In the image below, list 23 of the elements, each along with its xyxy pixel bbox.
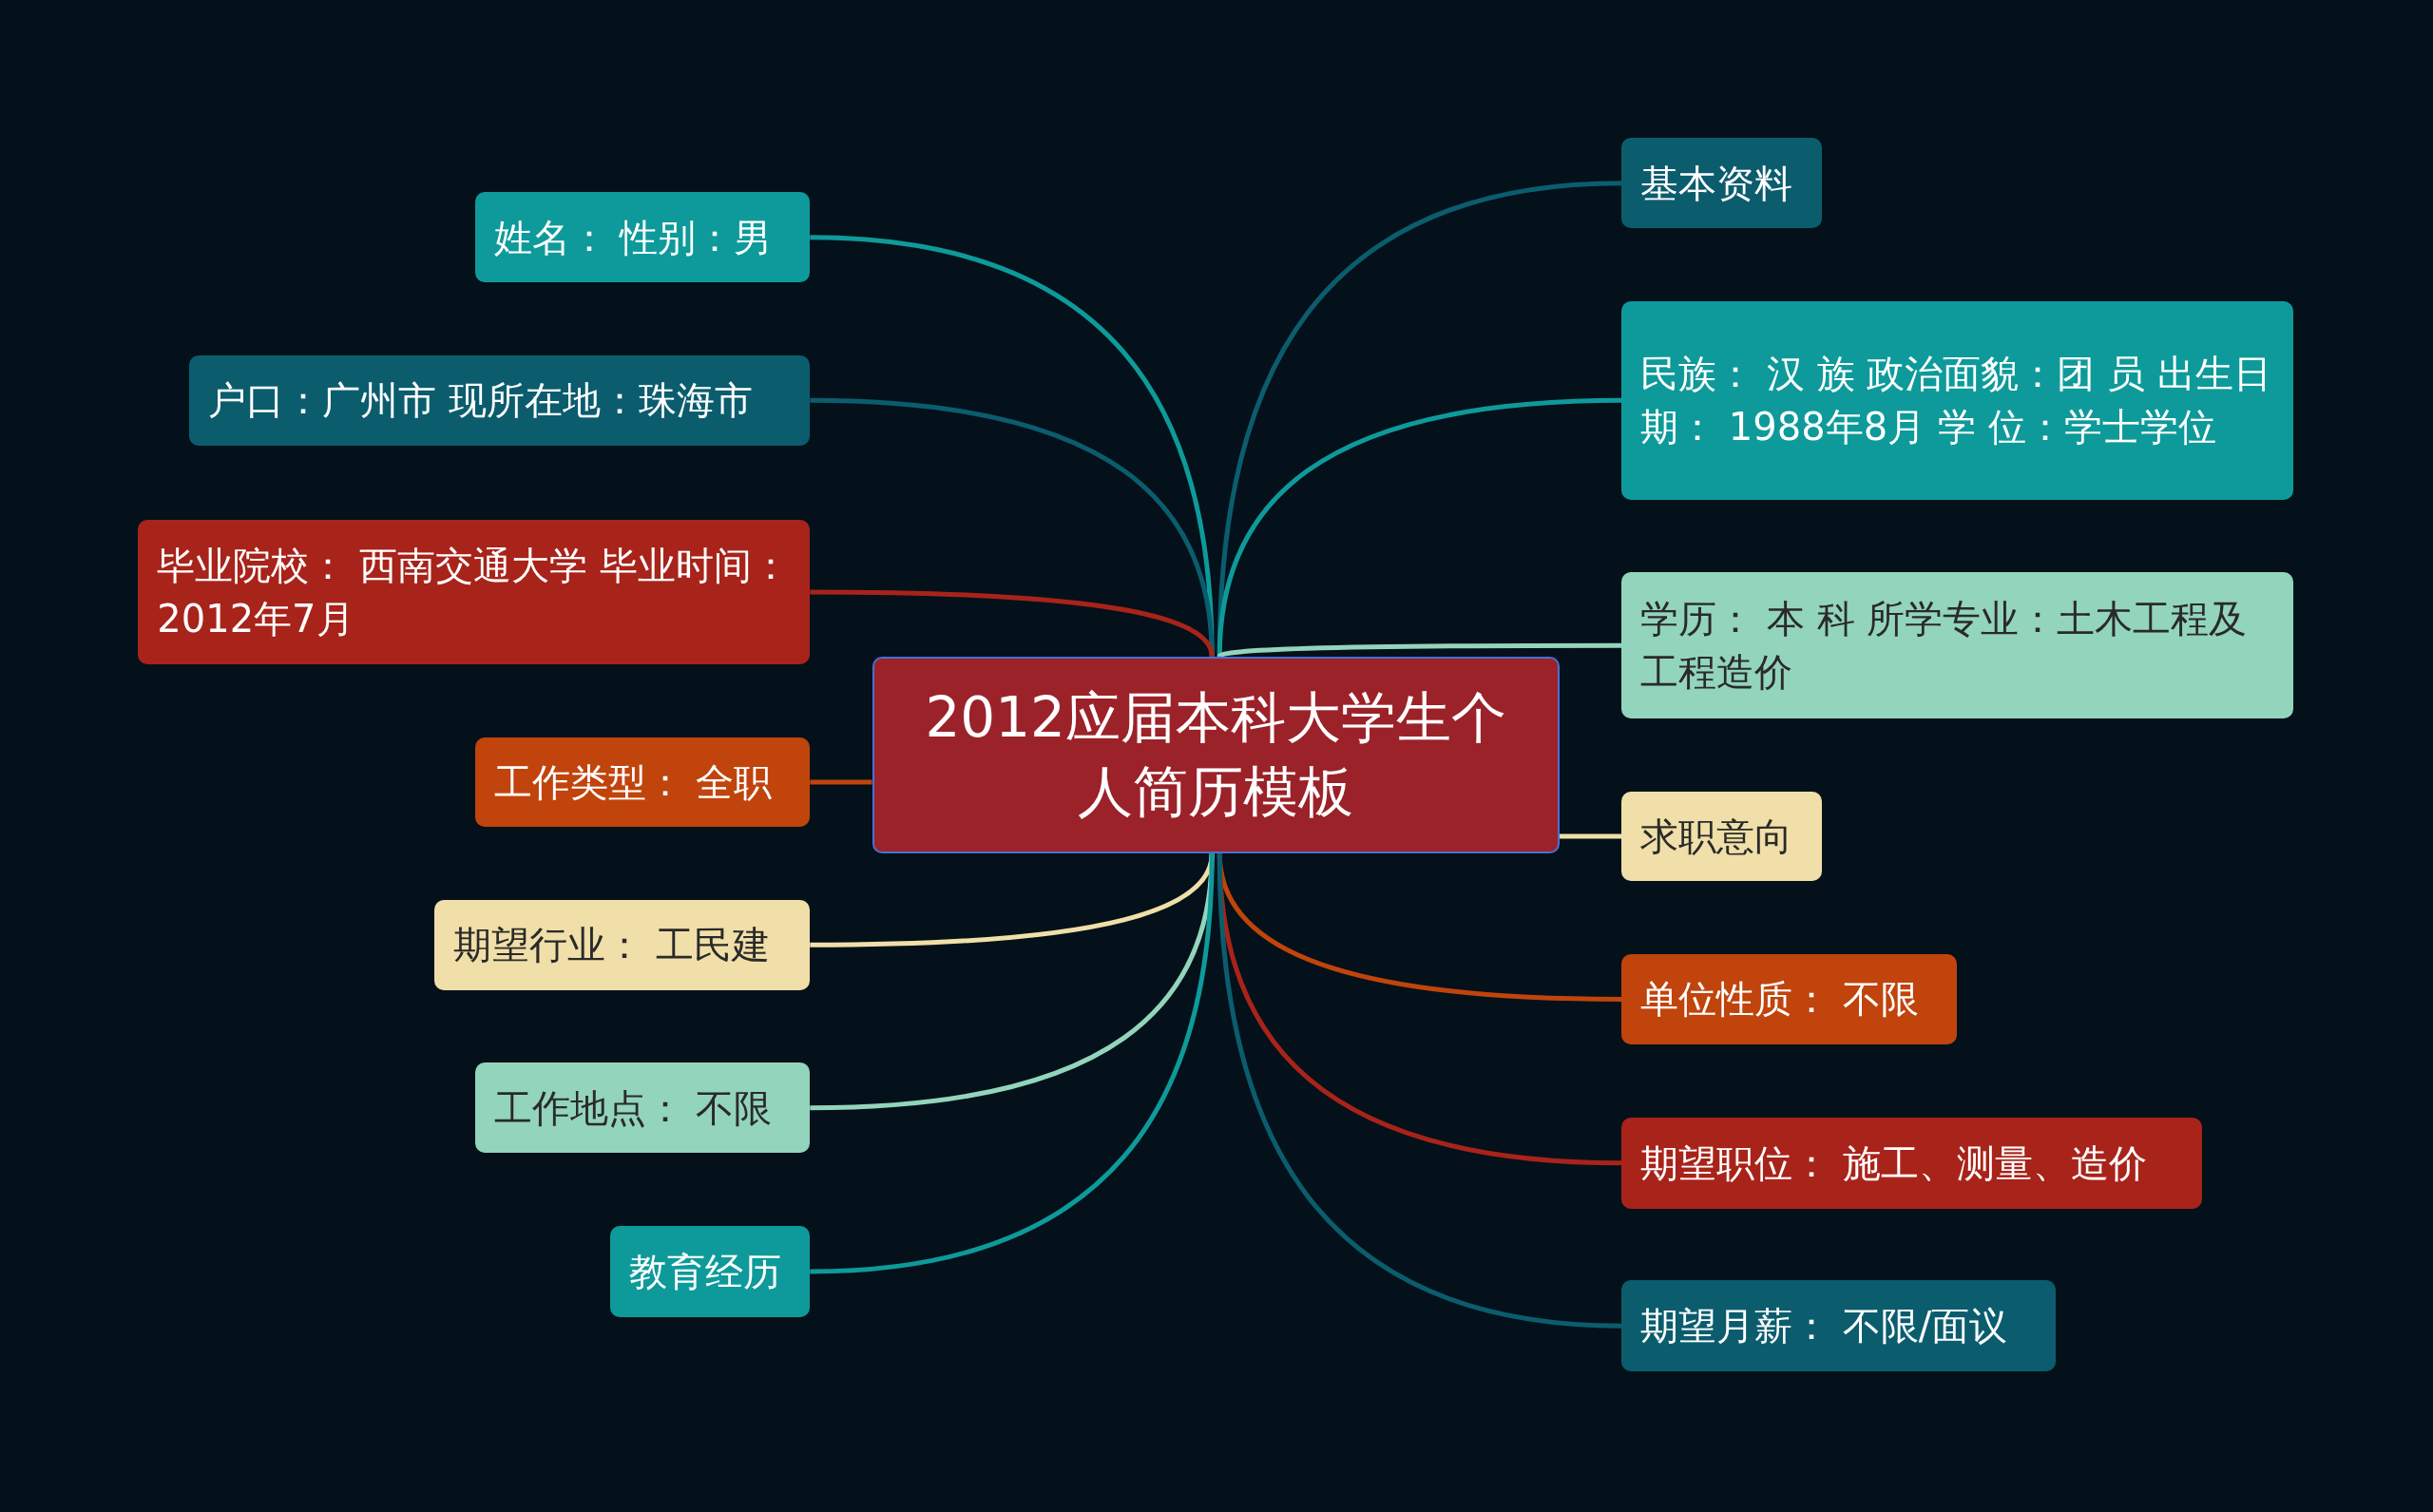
topic-box: 基本资料 [1621, 138, 1822, 228]
topic-box: 毕业院校： 西南交通大学 毕业时间：2012年7月 [138, 519, 811, 664]
branch-line [810, 397, 1215, 657]
branch-line [1216, 397, 1622, 657]
branch-line [810, 589, 1215, 658]
topic-box: 期望行业： 工民建 [434, 899, 811, 990]
branch-line [810, 779, 872, 785]
branch-line [1216, 852, 1622, 1329]
topic-box: 学历： 本 科 所学专业：土木工程及工程造价 [1621, 572, 2294, 718]
topic-box: 姓名： 性别：男 [474, 192, 811, 283]
topic-box: 期望职位： 施工、测量、造价 [1621, 1117, 2202, 1209]
topic-box: 教育经历 [609, 1225, 811, 1318]
central-topic-box: 2012应届本科大学生个人简历模板 [872, 656, 1560, 853]
topic-box: 工作地点： 不限 [474, 1062, 811, 1154]
topic-box: 户口：广州市 现所在地：珠海市 [189, 354, 811, 446]
branch-line [810, 852, 1215, 1274]
topic-box: 民族： 汉 族 政治面貌：团 员 出生日期： 1988年8月 学 位：学士学位 [1621, 300, 2294, 500]
branch-line [1559, 833, 1622, 839]
topic-box: 工作类型： 全职 [474, 737, 811, 828]
topic-box: 单位性质： 不限 [1621, 954, 1957, 1044]
topic-box: 求职意向 [1621, 791, 1822, 882]
topic-box: 期望月薪： 不限/面议 [1621, 1279, 2057, 1372]
branch-line [1218, 642, 1622, 659]
